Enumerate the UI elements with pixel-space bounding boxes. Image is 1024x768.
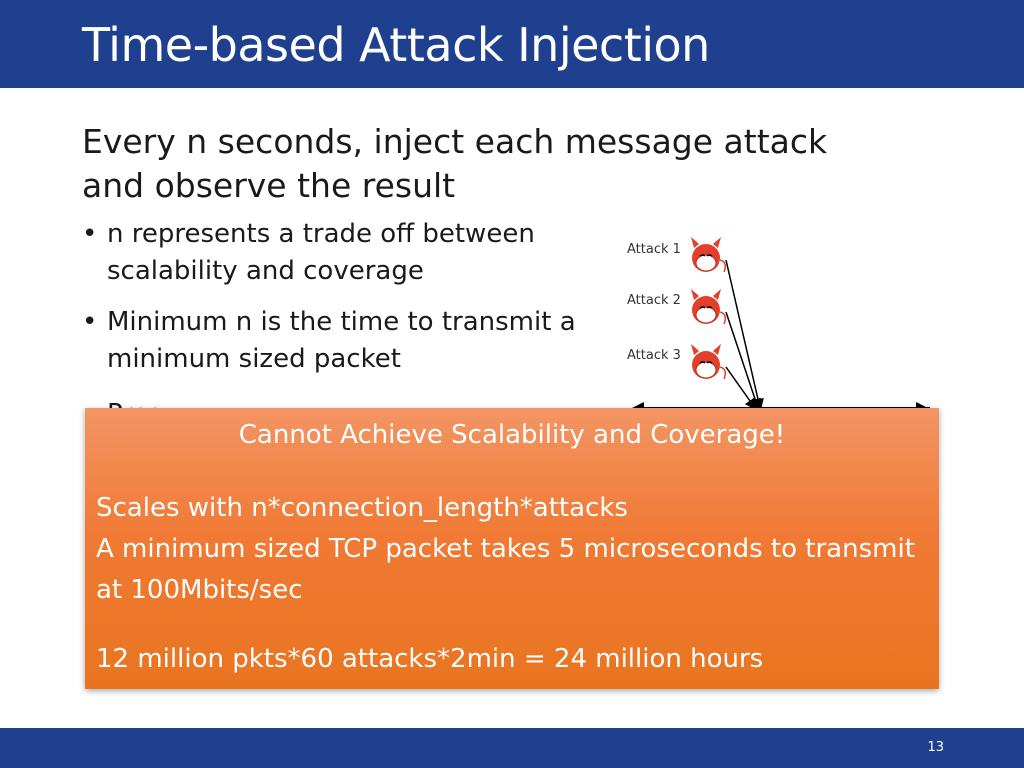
arrow-attack-3 [725,366,757,411]
main-statement: Every n seconds, inject each message att… [82,122,828,205]
callout-body: Scales with n*connection_length*attacks … [96,488,926,611]
arrow-attack-1 [725,259,764,411]
callout-title: Cannot Achieve Scalability and Coverage! [238,420,786,450]
arrow-attack-2 [725,311,761,411]
callout-overlay: Cannot Achieve Scalability and Coverage!… [85,408,939,689]
bullet-item-minimum-n: Minimum n is the time to transmit a mini… [82,304,602,378]
bullet-list: n represents a trade off between scalabi… [82,216,602,428]
callout-line-scales: Scales with n*connection_length*attacks [96,493,628,523]
bullet-item-tradeoff: n represents a trade off between scalabi… [82,216,602,290]
attack-label-3: Attack 3 [627,348,681,363]
attack-label-2: Attack 2 [627,293,681,308]
attack-label-1: Attack 1 [627,242,681,257]
devil-icon-1 [691,237,727,273]
devil-icon-3 [691,344,727,380]
page-number: 13 [927,740,944,755]
attack-injection-diagram: Attack 1 Attack 2 Attack 3 [600,230,950,420]
slide-title: Time-based Attack Injection [82,18,710,72]
title-bar: Time-based Attack Injection [0,0,1024,88]
devil-icon-2 [691,289,727,325]
callout-line-tcp: A minimum sized TCP packet takes 5 micro… [96,534,915,605]
callout-result: 12 million pkts*60 attacks*2min = 24 mil… [96,644,764,674]
diagram-svg [632,237,930,414]
footer-bar: 13 [0,728,1024,768]
